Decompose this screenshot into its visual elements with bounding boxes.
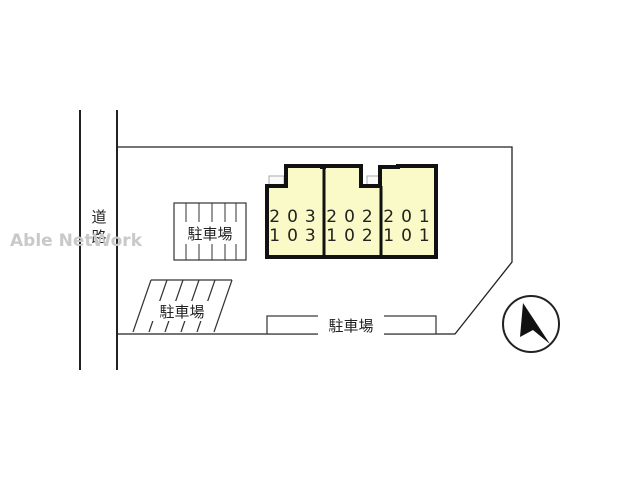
parking-lot-c-label-bg [318,313,384,335]
parking-lot-b-label: 駐車場 [159,303,204,321]
parking-lot-b-label-bg [152,301,212,321]
watermark-logo: Able NetWork [10,231,143,251]
entry-step [268,175,285,186]
parking-lot-a-label: 駐車場 [187,225,232,243]
parking-lot-a: 駐車場 [173,202,247,261]
parking-lot-c-label: 駐車場 [328,317,373,335]
road-label-top: 道 [91,208,106,226]
unit-number-102: 102 [326,226,379,246]
unit-number-202: 202 [326,207,379,227]
road-label-bottom: 路 [91,228,106,246]
parking-stall-line [132,279,152,333]
unit-number-103: 103 [269,226,322,246]
road: 道 路 [79,110,118,370]
parking-lot-a-label-bg [180,222,240,244]
parking-stall-line [213,279,233,333]
unit-number-201: 201 [383,207,436,227]
unit-number-203: 203 [269,207,322,227]
parking-lot-b: 駐車場 [132,279,233,333]
north-arrow-icon [502,295,560,353]
compass-needle [520,303,550,344]
unit-number-101: 101 [383,226,436,246]
apartment-building: 203 202 201 103 102 101 [265,164,438,259]
building-outline [265,164,438,259]
parking-lot-c: 駐車場 [266,313,437,335]
